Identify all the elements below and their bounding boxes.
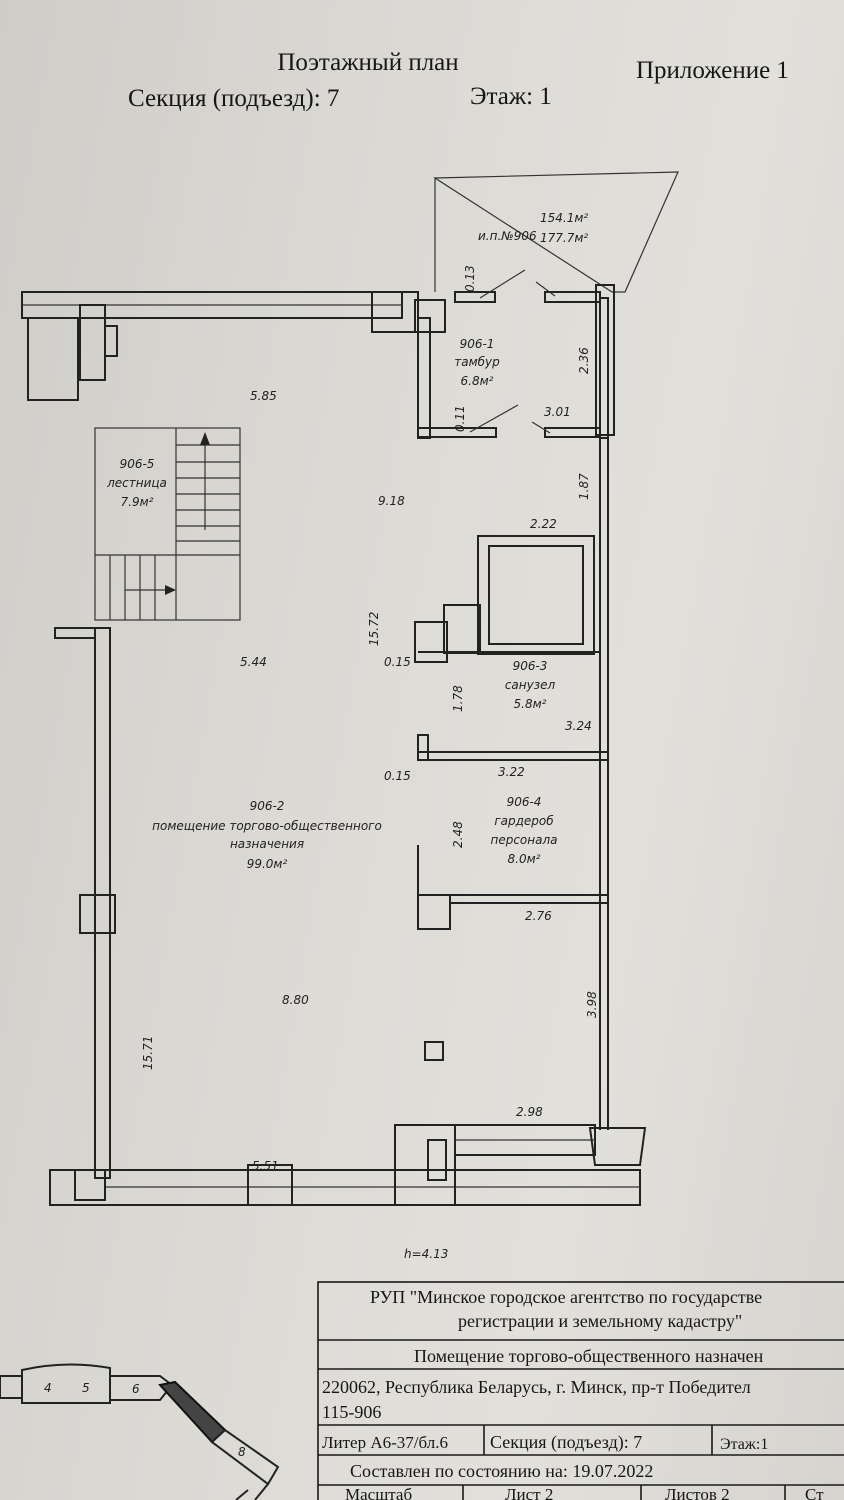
label-plan-dimensions-8: 15.72 xyxy=(367,612,381,646)
label-plan-dimensions-13: 0.15 xyxy=(384,769,411,783)
plan-title: Поэтажный план xyxy=(277,49,458,76)
label-plan-dimensions-12: 3.24 xyxy=(565,719,592,733)
label-title_block-address_line1: 220062, Республика Беларусь, г. Минск, п… xyxy=(322,1377,751,1397)
room-906-3-name: санузел xyxy=(505,678,556,692)
label-title_block-sheets: Листов 2 xyxy=(665,1485,730,1500)
room-906-2-id: 906-2 xyxy=(250,799,285,813)
room-906-5-id: 906-5 xyxy=(120,457,155,471)
appendix-label: Приложение 1 xyxy=(636,57,789,84)
label-title_block-section: Секция (подъезд): 7 xyxy=(490,1432,642,1453)
room-906-5-name: лестница xyxy=(106,476,167,490)
dimensions: 0.13 2.36 0.11 3.01 5.85 9.18 1.87 2.22 … xyxy=(141,265,599,1261)
section-label: Секция (подъезд): 7 xyxy=(128,85,339,112)
staircase xyxy=(94,427,241,621)
label-plan-dimensions-0: 0.13 xyxy=(463,265,477,292)
room-906-1-id: 906-1 xyxy=(460,337,495,351)
label-plan-dimensions-16: 2.76 xyxy=(525,909,552,923)
label-keymap-labels-3: 8 xyxy=(238,1445,246,1459)
room-906-1-name: тамбур xyxy=(454,355,500,369)
label-plan-dimensions-4: 5.85 xyxy=(250,389,277,403)
label-keymap-labels-1: 5 xyxy=(82,1381,90,1395)
label-plan-dimensions-10: 5.44 xyxy=(240,655,267,669)
title-block: РУП "Минское городское агентство по госу… xyxy=(317,1281,844,1500)
column xyxy=(424,1041,444,1061)
label-title_block-org_line2: регистрации и земельному кадастру" xyxy=(458,1311,742,1331)
label-plan-dimensions-7: 2.22 xyxy=(530,517,557,531)
balcony-area2: 177.7м² xyxy=(540,231,588,245)
label-title_block-org_line1: РУП "Минское городское агентство по госу… xyxy=(370,1287,762,1307)
label-plan-dimensions-5: 9.18 xyxy=(378,494,405,508)
floor-label: Этаж: 1 xyxy=(470,83,552,110)
label-plan-dimensions-17: 3.98 xyxy=(585,991,599,1018)
balcony-outline xyxy=(433,171,679,293)
label-plan-dimensions-21: 5.51 xyxy=(252,1159,279,1173)
room-906-1-area: 6.8м² xyxy=(461,374,494,388)
label-title_block-address_line2: 115-906 xyxy=(322,1402,381,1422)
room-906-3-area: 5.8м² xyxy=(514,697,547,711)
room-906-4-area: 8.0м² xyxy=(508,852,541,866)
walls xyxy=(21,284,647,1206)
label-plan-dimensions-15: 2.48 xyxy=(451,821,465,848)
label-title_block-scale: Масштаб xyxy=(345,1485,412,1500)
label-plan-dimensions-1: 2.36 xyxy=(577,347,591,374)
balcony-id: и.п.№906 xyxy=(478,229,537,243)
label-plan-dimensions-2: 0.11 xyxy=(453,405,467,432)
room-906-3-id: 906-3 xyxy=(513,659,548,673)
label-plan-dimensions-9: 0.15 xyxy=(384,655,411,669)
label-keymap-labels-2: 6 xyxy=(132,1382,140,1396)
balcony-area1: 154.1м² xyxy=(540,211,588,225)
room-906-2-name: помещение торгово-общественного xyxy=(152,819,382,833)
room-906-4-name: гардероб xyxy=(494,814,554,828)
room-906-2-area: 99.0м² xyxy=(247,857,288,871)
ceiling-height: h=4.13 xyxy=(404,1247,448,1261)
label-plan-dimensions-14: 3.22 xyxy=(498,765,525,779)
label-plan-dimensions-3: 3.01 xyxy=(544,405,571,419)
room-906-2-name2: назначения xyxy=(230,837,304,851)
room-906-4-id: 906-4 xyxy=(507,795,542,809)
label-plan-dimensions-18: 8.80 xyxy=(282,993,309,1007)
doors xyxy=(469,269,556,434)
label-plan-dimensions-11: 1.78 xyxy=(451,685,465,712)
label-title_block-extra: Ст xyxy=(805,1485,824,1500)
room-906-4-name2: персонала xyxy=(490,833,557,847)
label-title_block-sheet: Лист 2 xyxy=(505,1485,553,1500)
key-map: 4 5 6 8 xyxy=(0,1363,280,1500)
label-plan-dimensions-20: 2.98 xyxy=(516,1105,543,1119)
label-title_block-object: Помещение торгово-общественного назначен xyxy=(414,1346,764,1366)
label-plan-dimensions-19: 15.71 xyxy=(141,1036,155,1070)
label-keymap-labels-0: 4 xyxy=(44,1381,52,1395)
label-title_block-date: Составлен по состоянию на: 19.07.2022 xyxy=(350,1461,653,1481)
label-title_block-floor: Этаж:1 xyxy=(720,1436,768,1453)
label-plan-dimensions-6: 1.87 xyxy=(577,473,591,500)
label-title_block-liter: Литер А6-37/бл.6 xyxy=(322,1433,448,1452)
room-906-5-area: 7.9м² xyxy=(121,495,154,509)
